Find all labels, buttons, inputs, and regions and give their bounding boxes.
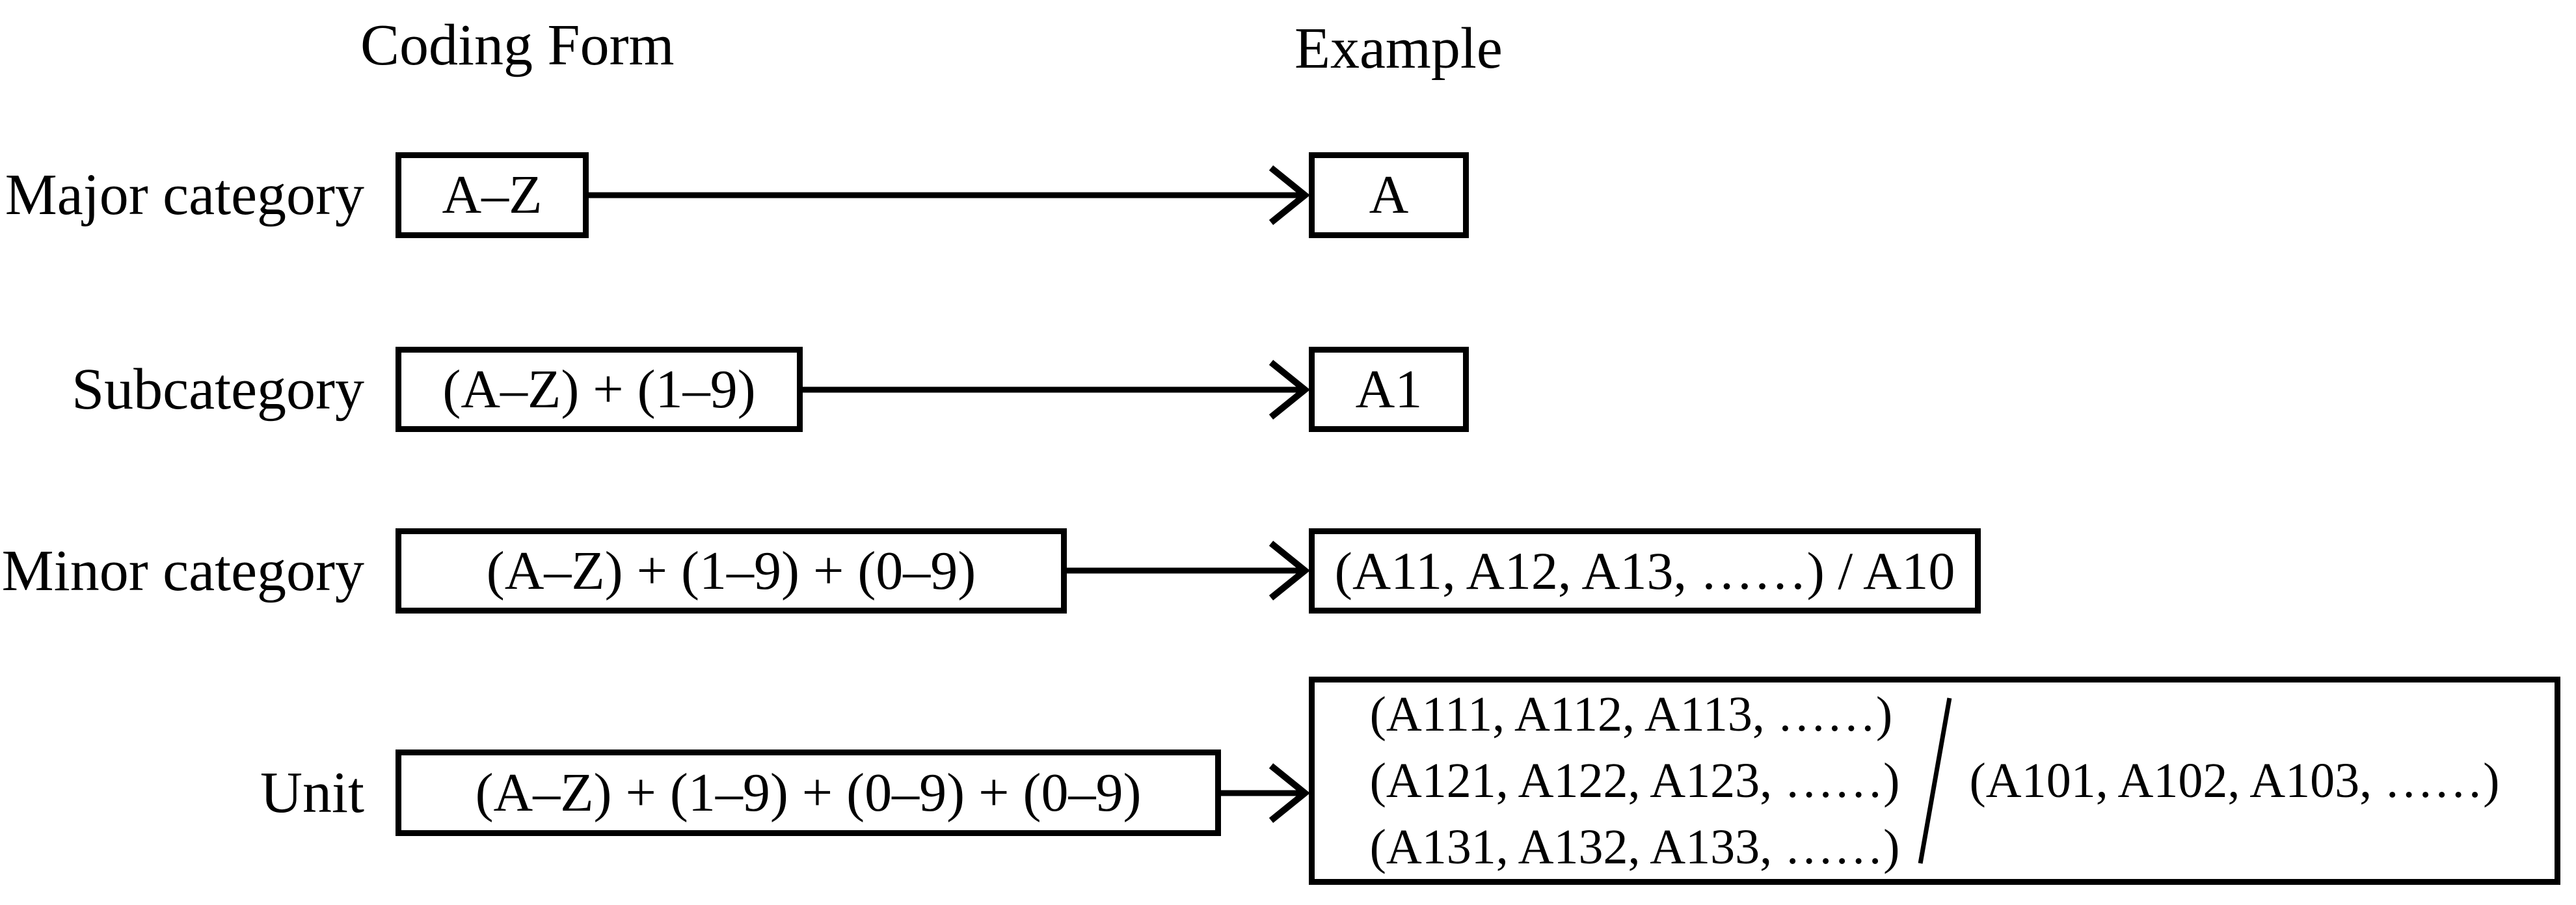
- coding-form-text-unit: (A–Z) + (1–9) + (0–9) + (0–9): [475, 762, 1142, 823]
- arrow-right-icon-unit: [1218, 763, 1310, 823]
- slash-divider: [1918, 697, 1952, 864]
- example-box-subcategory: A1: [1309, 347, 1469, 432]
- coding-form-text-subcategory: (A–Z) + (1–9): [442, 358, 756, 420]
- arrow-right-icon-subcategory: [800, 360, 1310, 420]
- coding-form-box-unit: (A–Z) + (1–9) + (0–9) + (0–9): [396, 750, 1221, 836]
- example-box-minor-category: (A11, A12, A13, ……) / A10: [1309, 528, 1981, 614]
- row-label-minor-category: Minor category: [1, 538, 364, 603]
- unit-example-line-1: (A111, A112, A113, ……): [1369, 687, 1893, 742]
- example-column-header: Example: [1295, 16, 1503, 81]
- coding-form-box-subcategory: (A–Z) + (1–9): [396, 347, 803, 432]
- example-text-minor-category: (A11, A12, A13, ……) / A10: [1334, 541, 1955, 601]
- coding-form-text-minor-category: (A–Z) + (1–9) + (0–9): [486, 540, 976, 601]
- coding-form-column-header: Coding Form: [360, 13, 675, 77]
- example-text-major-category: A: [1369, 165, 1409, 225]
- example-text-subcategory: A1: [1355, 358, 1423, 420]
- arrow-right-icon-major-category: [584, 165, 1310, 225]
- row-label-subcategory: Subcategory: [72, 357, 364, 422]
- example-box-major-category: A: [1309, 152, 1469, 238]
- coding-form-text-major-category: A–Z: [442, 165, 543, 225]
- unit-example-alternative: (A101, A102, A103, ……): [1969, 753, 2500, 808]
- arrow-right-icon-minor-category: [1064, 541, 1310, 601]
- row-label-unit: Unit: [260, 760, 364, 825]
- example-box-unit: (A111, A112, A113, ……) (A121, A122, A123…: [1309, 677, 2560, 885]
- unit-example-line-2: (A121, A122, A123, ……): [1369, 753, 1900, 808]
- row-label-major-category: Major category: [5, 163, 364, 227]
- unit-example-group-lines: (A111, A112, A113, ……) (A121, A122, A123…: [1370, 681, 1900, 880]
- coding-form-box-minor-category: (A–Z) + (1–9) + (0–9): [396, 528, 1067, 614]
- unit-example-line-3: (A131, A132, A133, ……): [1369, 820, 1900, 874]
- coding-form-box-major-category: A–Z: [396, 152, 589, 238]
